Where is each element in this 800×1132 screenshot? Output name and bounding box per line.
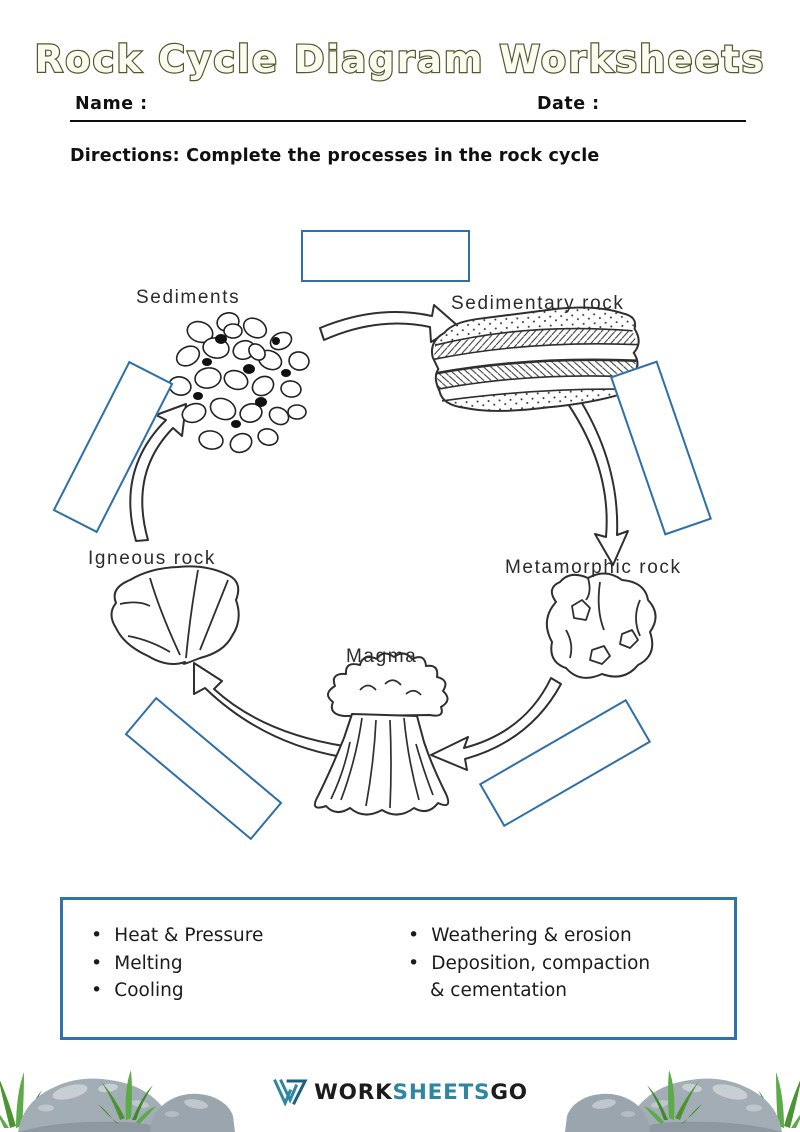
date-field-label: Date : xyxy=(537,94,600,114)
word-bank-item: Heat & Pressure xyxy=(91,922,371,950)
sediments-illustration xyxy=(168,312,310,454)
igneous-rock-illustration xyxy=(110,565,240,665)
label-sediments: Sediments xyxy=(136,287,241,308)
metamorphic-rock-illustration xyxy=(545,572,657,679)
answer-box-top[interactable] xyxy=(301,230,470,282)
rocks-grass-decoration-right xyxy=(565,1070,800,1132)
directions-text: Directions: Complete the processes in th… xyxy=(70,146,600,166)
grass-tuft xyxy=(98,1070,156,1124)
grass-tuft xyxy=(644,1070,702,1124)
word-bank-item: Deposition, compaction & cementation xyxy=(408,950,660,1005)
page-title: Rock Cycle Diagram Worksheets xyxy=(33,37,766,82)
label-metamorphic-rock: Metamorphic rock xyxy=(505,557,682,578)
label-sedimentary-rock: Sedimentary rock xyxy=(451,293,625,314)
name-field-label: Name : xyxy=(75,94,148,114)
name-date-writing-line[interactable] xyxy=(70,120,746,123)
sedimentary-rock-illustration xyxy=(431,306,640,412)
logo-sheets: SHEETS xyxy=(392,1079,491,1105)
arrow-magma-to-igneous xyxy=(193,662,345,758)
word-bank-right-column: Weathering & erosion Deposition, compact… xyxy=(408,922,660,1005)
arrow-sediments-to-sedimentary xyxy=(319,304,459,343)
worksheetsgo-w-icon xyxy=(273,1079,308,1107)
volcano-illustration xyxy=(313,652,450,816)
word-bank-item: Melting xyxy=(91,950,371,978)
rocks-grass-decoration-left xyxy=(0,1070,235,1132)
page-title-text: Rock Cycle Diagram Worksheets xyxy=(35,38,766,81)
word-bank-item: Weathering & erosion xyxy=(408,922,660,950)
arrow-metamorphic-to-magma xyxy=(430,677,562,771)
worksheetsgo-logo: WORKSHEETSGO xyxy=(272,1077,528,1107)
logo-work: WORK xyxy=(314,1079,393,1105)
arrow-sedimentary-to-metamorphic xyxy=(565,394,629,566)
label-magma: Magma xyxy=(346,646,418,667)
label-igneous-rock: Igneous rock xyxy=(88,548,216,569)
word-bank-item: Cooling xyxy=(91,977,371,1005)
logo-go: GO xyxy=(490,1079,528,1105)
worksheetsgo-logo-text: WORKSHEETSGO xyxy=(314,1080,528,1105)
word-bank-left-column: Heat & Pressure Melting Cooling xyxy=(91,922,371,1005)
word-bank-box: Heat & Pressure Melting Cooling Weatheri… xyxy=(60,897,737,1040)
rock-cycle-art xyxy=(110,304,657,816)
